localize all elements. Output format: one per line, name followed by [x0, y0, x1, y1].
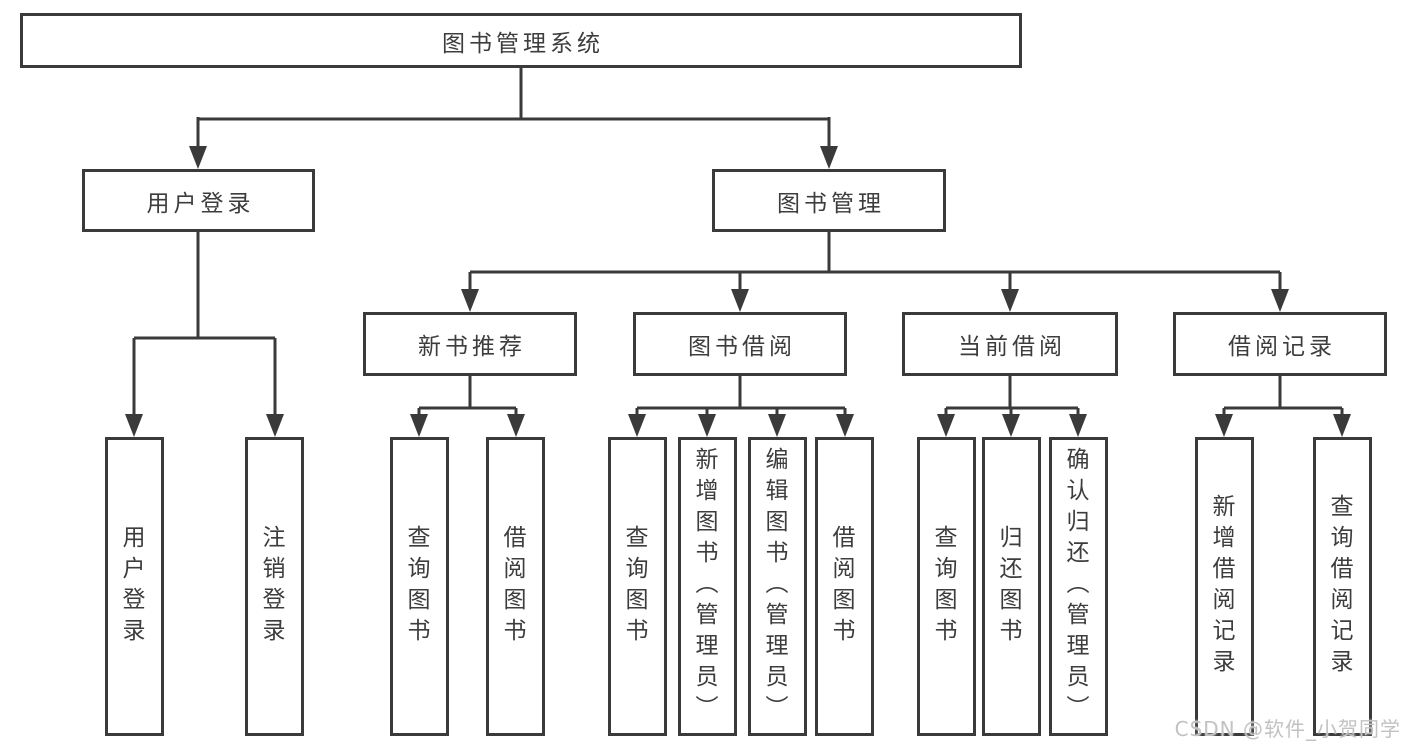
node-leaf-user-login: 用户登录 — [105, 437, 164, 736]
connector-user-login-to-leaves — [125, 232, 284, 437]
node-leaf-cb-query-books: 查询图书 — [917, 437, 976, 736]
connector-root-to-level2 — [189, 68, 838, 169]
node-root-library-system: 图书管理系统 — [20, 13, 1022, 68]
connector-current-borrow-to-leaves — [937, 376, 1087, 437]
node-leaf-rec-borrow-books: 借阅图书 — [486, 437, 545, 736]
node-new-book-recommend: 新书推荐 — [363, 312, 577, 376]
connector-borrow-records-to-leaves — [1215, 376, 1351, 437]
node-book-borrowing: 图书借阅 — [633, 312, 847, 376]
node-leaf-bb-borrow-books: 借阅图书 — [815, 437, 874, 736]
node-borrow-records: 借阅记录 — [1173, 312, 1387, 376]
node-leaf-bb-query-books: 查询图书 — [608, 437, 667, 736]
node-leaf-cb-confirm-return-admin: 确认归还（管理员） — [1049, 437, 1108, 736]
csdn-watermark: CSDN @软件_小贺同学 — [1174, 717, 1401, 741]
node-leaf-cb-return-books: 归还图书 — [982, 437, 1041, 736]
node-leaf-rec-query-books: 查询图书 — [390, 437, 449, 736]
node-current-borrowing: 当前借阅 — [902, 312, 1118, 376]
connector-new-book-rec-to-leaves — [410, 376, 525, 437]
node-leaf-br-add-record: 新增借阅记录 — [1195, 437, 1254, 736]
node-leaf-logout: 注销登录 — [245, 437, 304, 736]
connector-book-borrow-to-leaves — [628, 376, 854, 437]
node-book-management: 图书管理 — [712, 169, 946, 232]
connector-book-mgmt-to-level3 — [461, 232, 1289, 312]
node-user-login: 用户登录 — [82, 169, 315, 232]
node-leaf-bb-add-books-admin: 新增图书（管理员） — [678, 437, 737, 736]
node-leaf-br-query-record: 查询借阅记录 — [1313, 437, 1372, 736]
node-leaf-bb-edit-books-admin: 编辑图书（管理员） — [748, 437, 807, 736]
